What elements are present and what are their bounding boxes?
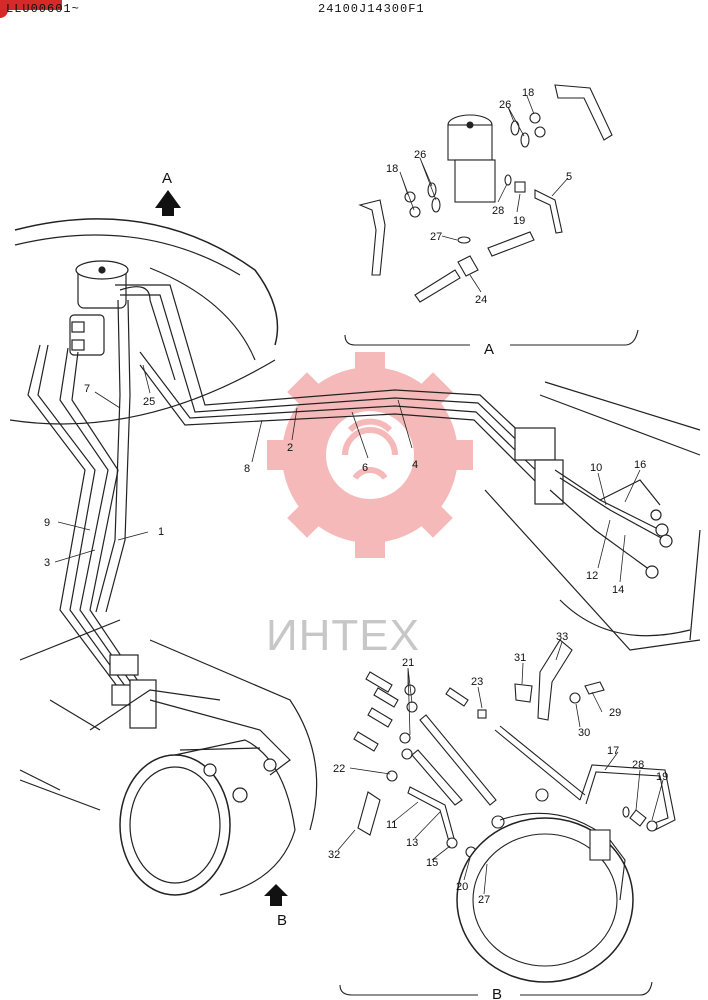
callout-label: 15	[426, 857, 438, 869]
callout-label: 6	[362, 462, 368, 474]
callout-label: 18	[386, 163, 398, 175]
callout-label: 10	[590, 462, 602, 474]
detail-a-callouts: 18 26 18 26 5 28 19 27 24	[386, 87, 572, 306]
callout-label: 29	[609, 707, 621, 719]
callout-label: 26	[499, 99, 511, 111]
callout-label: 32	[328, 849, 340, 861]
callout-label: 24	[475, 294, 487, 306]
main-assembly	[9, 218, 701, 896]
callout-label: 19	[656, 771, 668, 783]
callout-label: 28	[492, 205, 504, 217]
main-callouts: 7 25 8 2 6 4 9 1 3 10 16 12 14	[44, 383, 646, 596]
callout-label: 25	[143, 396, 155, 408]
callout-label: 33	[556, 631, 568, 643]
callout-label: 1	[158, 526, 164, 538]
detail-b-caption: B	[492, 986, 502, 1000]
drawing-number: 24100J14300F1	[318, 2, 425, 16]
detail-b-leader-lines	[337, 641, 664, 895]
callout-label: 2	[287, 442, 293, 454]
view-arrow-a-label: A	[162, 170, 172, 187]
callout-label: 19	[513, 215, 525, 227]
callout-label: 13	[406, 837, 418, 849]
callout-label: 28	[632, 759, 644, 771]
callout-label: 20	[456, 881, 468, 893]
callout-label: 27	[430, 231, 442, 243]
corner-mark	[0, 0, 62, 18]
callout-label: 14	[612, 584, 624, 596]
view-arrow-b-label: B	[277, 912, 287, 929]
callout-label: 16	[634, 459, 646, 471]
watermark-text: ИНТЕХ	[266, 611, 420, 660]
callout-label: 4	[412, 459, 418, 471]
watermark-gear-icon	[267, 352, 473, 558]
callout-label: 9	[44, 517, 50, 529]
callout-label: 30	[578, 727, 590, 739]
callout-label: 8	[244, 463, 250, 475]
callout-label: 26	[414, 149, 426, 161]
callout-label: 3	[44, 557, 50, 569]
callout-label: 27	[478, 894, 490, 906]
callout-label: 22	[333, 763, 345, 775]
callout-label: 5	[566, 171, 572, 183]
callout-label: 21	[402, 657, 414, 669]
callout-label: 17	[607, 745, 619, 757]
callout-label: 7	[84, 383, 90, 395]
main-leader-lines	[54, 364, 641, 583]
callout-label: 12	[586, 570, 598, 582]
detail-b-callouts: 33 21 31 23 29 30 22 17 28 19 11 13 15 3…	[328, 631, 668, 906]
callout-label: 18	[522, 87, 534, 99]
detail-a	[344, 84, 639, 346]
serial-range: LLU00601~	[6, 2, 80, 16]
view-arrow-a-icon	[155, 190, 181, 216]
callout-label: 23	[471, 676, 483, 688]
detail-a-leader-lines	[399, 95, 569, 293]
detail-a-caption: A	[484, 341, 494, 358]
detail-b	[339, 639, 676, 996]
view-arrow-b-icon	[264, 884, 288, 906]
callout-label: 31	[514, 652, 526, 664]
callout-label: 11	[386, 819, 397, 831]
